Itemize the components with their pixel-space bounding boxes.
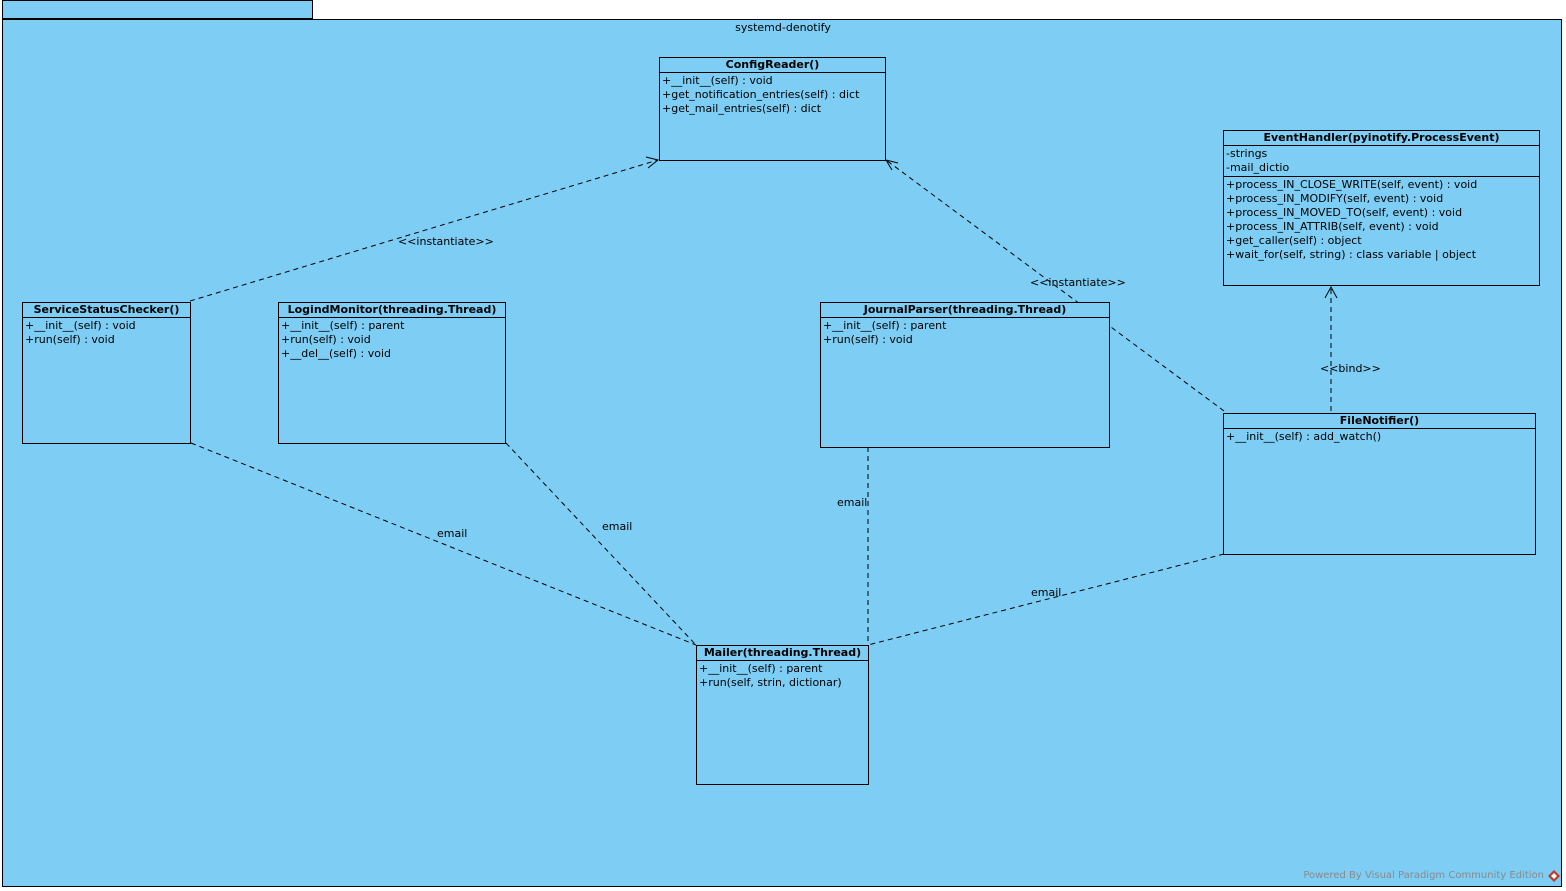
email-edge-service-checker (190, 442, 697, 646)
email-edge-file-notifier (867, 553, 1225, 646)
attribute: -mail_dictio (1226, 161, 1290, 174)
arrowhead-event-handler (1324, 285, 1338, 299)
operations-section: +__init__(self) : add_watch() (1224, 429, 1535, 445)
class-logind-monitor[interactable]: LogindMonitor(threading.Thread) +__init_… (278, 302, 506, 444)
class-service-status-checker[interactable]: ServiceStatusChecker() +__init__(self) :… (22, 302, 191, 444)
package-name: systemd-denotify (735, 21, 831, 34)
operations-section: +__init__(self) : parent +run(self) : vo… (821, 318, 1109, 348)
package-tab (2, 0, 313, 19)
visual-paradigm-logo-icon (1548, 870, 1560, 882)
email-label-2: email (602, 520, 633, 533)
class-name: FileNotifier() (1224, 414, 1535, 429)
instantiate-label-2: <<instantiate>> (1030, 276, 1126, 289)
class-file-notifier[interactable]: FileNotifier() +__init__(self) : add_wat… (1223, 413, 1536, 555)
attributes-section: -strings -mail_dictio (1224, 146, 1539, 177)
class-event-handler[interactable]: EventHandler(pyinotify.ProcessEvent) -st… (1223, 130, 1540, 286)
email-label-4: email (1031, 586, 1062, 599)
powered-by-text: Powered By Visual Paradigm Community Edi… (1303, 870, 1544, 881)
operation: +run(self) : void (823, 333, 913, 346)
operation: +get_mail_entries(self) : dict (662, 102, 822, 115)
operation: +run(self, strin, dictionar) (699, 676, 842, 689)
operation: +run(self) : void (281, 333, 371, 346)
operation: +get_caller(self) : object (1226, 234, 1362, 247)
class-name: ServiceStatusChecker() (23, 303, 190, 318)
operations-section: +__init__(self) : parent +run(self) : vo… (279, 318, 505, 362)
operation: +__init__(self) : add_watch() (1226, 430, 1382, 443)
operation: +run(self) : void (25, 333, 115, 346)
class-name: ConfigReader() (660, 58, 885, 73)
class-mailer[interactable]: Mailer(threading.Thread) +__init__(self)… (696, 645, 869, 785)
operation: +process_IN_MODIFY(self, event) : void (1226, 192, 1444, 205)
operation: +process_IN_CLOSE_WRITE(self, event) : v… (1226, 178, 1478, 191)
arrowhead-config-reader-right (884, 159, 899, 171)
attribute: -strings (1226, 147, 1268, 160)
operation: +__init__(self) : void (662, 74, 773, 87)
operation: +process_IN_ATTRIB(self, event) : void (1226, 220, 1439, 233)
operation: +wait_for(self, string) : class variable… (1226, 248, 1477, 261)
operations-section: +__init__(self) : void +get_notification… (660, 73, 885, 117)
operations-section: +process_IN_CLOSE_WRITE(self, event) : v… (1224, 177, 1539, 263)
class-name: LogindMonitor(threading.Thread) (279, 303, 505, 318)
operation: +__init__(self) : parent (823, 319, 947, 332)
class-name: Mailer(threading.Thread) (697, 646, 868, 661)
arrowhead-config-reader-left (645, 156, 660, 169)
email-edge-logind-monitor (505, 442, 697, 646)
operations-section: +__init__(self) : parent +run(self, stri… (697, 661, 868, 691)
operation: +__init__(self) : void (25, 319, 136, 332)
class-journal-parser[interactable]: JournalParser(threading.Thread) +__init_… (820, 302, 1110, 448)
bind-label: <<bind>> (1320, 362, 1381, 375)
operation: +get_notification_entries(self) : dict (662, 88, 860, 101)
operations-section: +__init__(self) : void +run(self) : void (23, 318, 190, 348)
operation: +__init__(self) : parent (699, 662, 823, 675)
operation: +__init__(self) : parent (281, 319, 405, 332)
email-label-1: email (437, 527, 468, 540)
class-config-reader[interactable]: ConfigReader() +__init__(self) : void +g… (659, 57, 886, 161)
instantiate-edge-service-checker (189, 159, 659, 302)
operation: +__del__(self) : void (281, 347, 392, 360)
email-label-3: email (837, 496, 868, 509)
operation: +process_IN_MOVED_TO(self, event) : void (1226, 206, 1463, 219)
instantiate-label-1: <<instantiate>> (398, 235, 494, 248)
class-name: EventHandler(pyinotify.ProcessEvent) (1224, 131, 1539, 146)
instantiate-edge-file-notifier (885, 159, 1225, 412)
class-name: JournalParser(threading.Thread) (821, 303, 1109, 318)
